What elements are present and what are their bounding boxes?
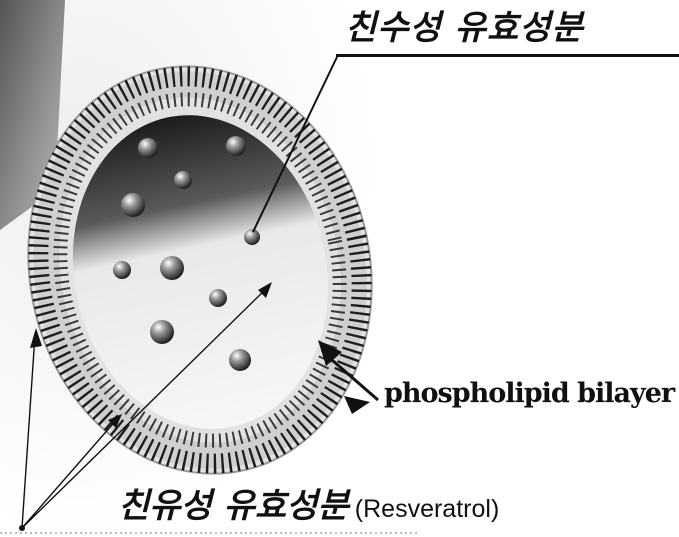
lipophilic-label: 친유성 유효성분(Resveratrol) [118,478,499,527]
molecule [174,171,192,189]
hydrophilic-label-underline [336,54,679,57]
molecule [150,320,174,344]
hydrophilic-label: 친수성 유효성분 [345,0,584,49]
lipophilic-example: (Resveratrol) [355,495,499,523]
molecule [226,136,246,156]
lipophilic-label-text: 친유성 유효성분 [118,486,349,526]
molecule [121,193,145,217]
molecule [160,256,184,280]
molecule [209,289,227,307]
molecule [244,229,260,245]
molecule [138,138,158,158]
bilayer-label: phospholipid bilayer [384,378,674,409]
molecule [113,261,131,279]
molecule [229,349,251,371]
